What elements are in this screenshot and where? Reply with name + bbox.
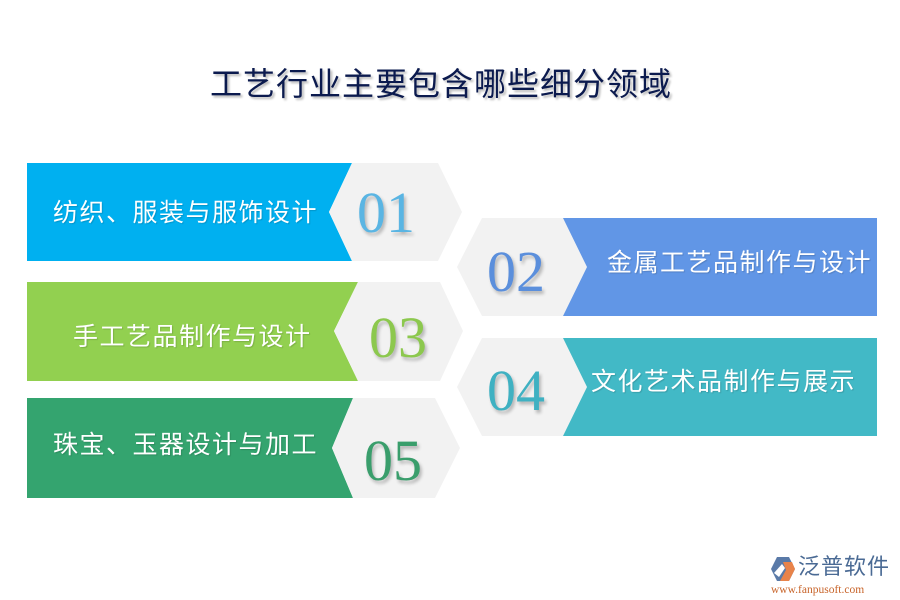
logo-name: 泛普软件 <box>798 555 891 580</box>
item-4-bar <box>563 338 877 436</box>
logo-url: www.fanpusoft.com <box>771 584 865 596</box>
page-title: 工艺行业主要包含哪些细分领域 <box>209 65 672 103</box>
fanpu-logo-icon <box>771 557 795 581</box>
item-1-label: 纺织、服装与服饰设计 <box>53 198 319 227</box>
item-5-number: 05 <box>364 428 422 493</box>
item-2-hexagon <box>457 218 587 316</box>
item-5-label: 珠宝、玉器设计与加工 <box>53 430 319 459</box>
item-3-hexagon <box>334 282 463 381</box>
brand-logo: 泛普软件 www.fanpusoft.com <box>768 554 898 598</box>
item-3-bar <box>27 282 358 381</box>
item-3-number: 03 <box>369 305 427 370</box>
item-1-hexagon <box>329 163 462 261</box>
item-2-number: 02 <box>487 239 545 304</box>
item-4-number: 04 <box>487 358 545 423</box>
item-1-number: 01 <box>357 180 415 245</box>
item-1-bar <box>27 163 352 261</box>
item-2-label: 金属工艺品制作与设计 <box>607 248 873 277</box>
item-3-label: 手工艺品制作与设计 <box>73 322 312 351</box>
item-4-label: 文化艺术品制作与展示 <box>591 367 857 396</box>
item-5-hexagon <box>332 398 460 498</box>
item-4-hexagon <box>457 338 587 436</box>
item-2-bar <box>563 218 877 316</box>
item-5-bar <box>27 398 353 498</box>
